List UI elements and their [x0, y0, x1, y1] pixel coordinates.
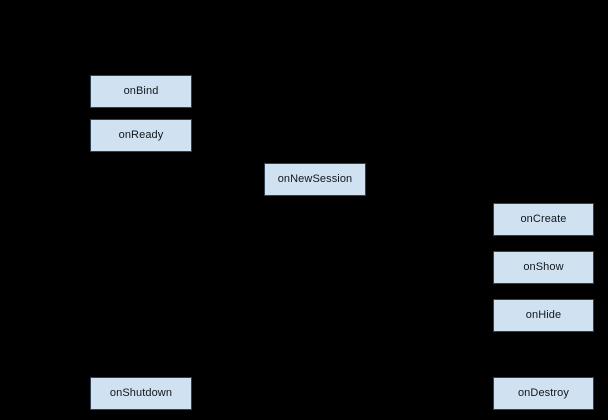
node-on-hide-label: onHide	[525, 309, 562, 321]
node-on-destroy-label: onDestroy	[517, 387, 570, 399]
node-on-show-label: onShow	[523, 261, 564, 273]
node-on-create[interactable]: onCreate	[493, 203, 594, 236]
node-on-new-session-label: onNewSession	[277, 173, 353, 185]
node-on-shutdown-label: onShutdown	[109, 387, 173, 399]
node-on-hide[interactable]: onHide	[493, 299, 594, 332]
node-on-new-session[interactable]: onNewSession	[264, 163, 366, 196]
node-on-show[interactable]: onShow	[493, 251, 594, 284]
node-on-ready[interactable]: onReady	[90, 119, 192, 152]
node-on-bind[interactable]: onBind	[90, 75, 192, 108]
node-on-create-label: onCreate	[520, 213, 567, 225]
node-on-ready-label: onReady	[118, 129, 164, 141]
node-on-shutdown[interactable]: onShutdown	[90, 377, 192, 410]
node-on-bind-label: onBind	[123, 85, 159, 97]
node-on-destroy[interactable]: onDestroy	[493, 377, 594, 410]
